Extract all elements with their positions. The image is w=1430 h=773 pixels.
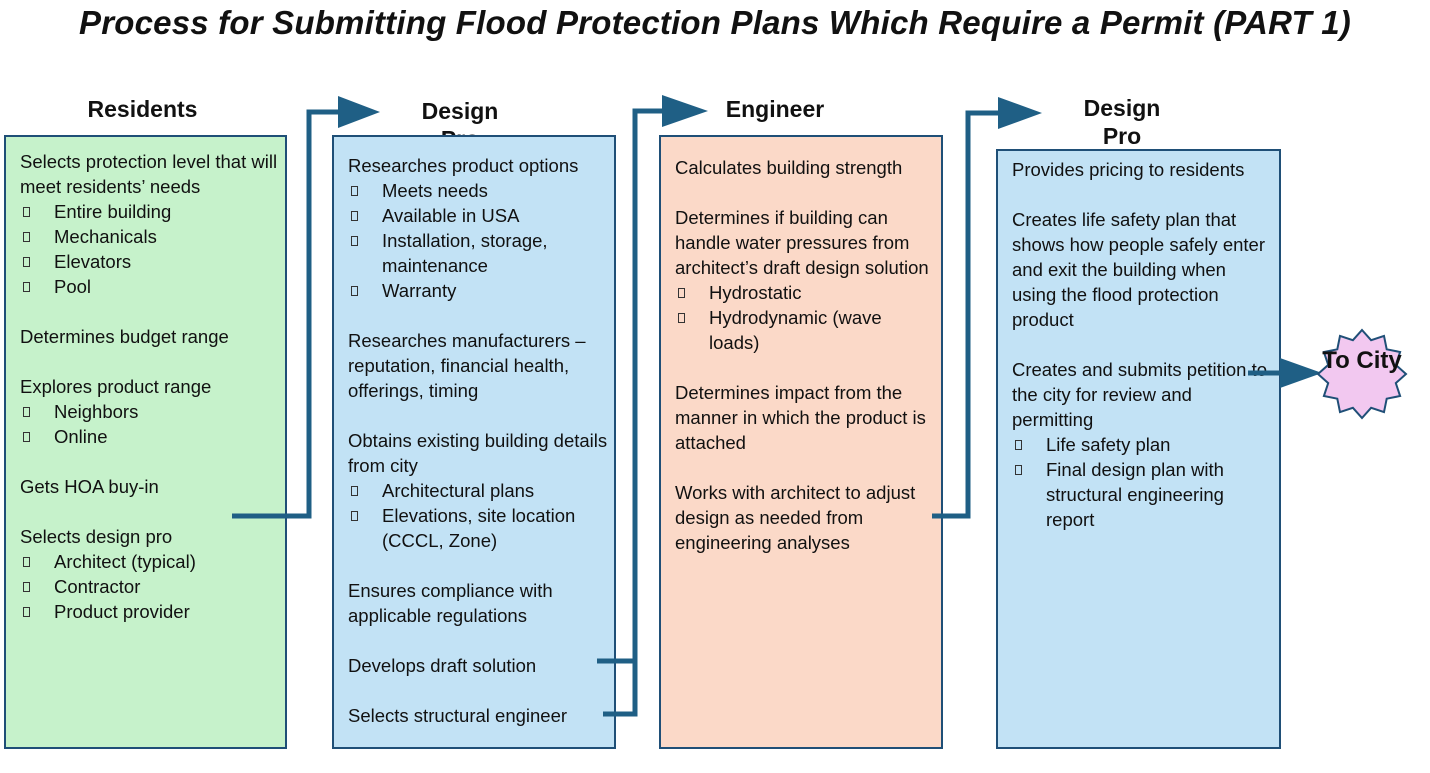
bullet-item: Elevators (20, 249, 279, 274)
bullet-item: Contractor (20, 574, 279, 599)
bullet-item: Life safety plan (1012, 432, 1273, 457)
step-text: Calculates building strength (675, 157, 903, 178)
heading-residents: Residents (87, 96, 198, 122)
bullet-item: Pool (20, 274, 279, 299)
step-text: Works with architect to adjust design as… (675, 482, 916, 553)
heading-design-pro-2: Design Pro (1083, 95, 1161, 149)
step-text: Gets HOA buy-in (20, 476, 159, 497)
step-text: Ensures compliance with applicable regul… (348, 580, 553, 626)
step-text: Researches product options (348, 155, 579, 176)
bullet-item: Meets needs (348, 178, 608, 203)
bullet-item: Hydrostatic (675, 280, 935, 305)
step-text: Provides pricing to residents (1012, 159, 1245, 180)
connector-engineer-to-design-pro (932, 110, 1002, 519)
bullet-item: Mechanicals (20, 224, 279, 249)
step-text: Selects structural engineer (348, 705, 568, 726)
arrowhead-1 (338, 96, 380, 128)
bullet-item: Architectural plans (348, 478, 608, 503)
step-text: Selects protection level that will meet … (20, 151, 278, 197)
residents-box: Selects protection level that will meet … (4, 135, 287, 749)
heading-engineer: Engineer (725, 96, 825, 122)
bullet-item: Hydrodynamic (wave loads) (675, 305, 935, 355)
step-text: Creates and submits petition to the city… (1012, 359, 1268, 430)
arrowhead-2 (662, 95, 708, 127)
bullet-item: Neighbors (20, 399, 279, 424)
bullet-item: Architect (typical) (20, 549, 279, 574)
bullet-item: Online (20, 424, 279, 449)
step-text: Researches manufacturers – reputation, f… (348, 330, 586, 401)
arrowhead-3 (998, 97, 1042, 129)
page-title: Process for Submitting Flood Protection … (78, 4, 1351, 41)
step-text: Determines budget range (20, 326, 229, 347)
bullet-item: Entire building (20, 199, 279, 224)
step-text: Develops draft solution (348, 655, 537, 676)
step-text: Determines if building can handle water … (675, 207, 929, 278)
step-text: Explores product range (20, 376, 212, 397)
bullet-item: Elevations, site location (CCCL, Zone) (348, 503, 608, 553)
bullet-item: Available in USA (348, 203, 608, 228)
arrowhead-4 (1280, 358, 1322, 388)
step-text: Obtains existing building details from c… (348, 430, 608, 476)
connector-design-pro-to-engineer (603, 108, 666, 717)
step-text: Selects design pro (20, 526, 173, 547)
bullet-item: Final design plan with structural engine… (1012, 457, 1273, 532)
step-text: Creates life safety plan that shows how … (1012, 209, 1265, 330)
city-starburst (1316, 328, 1408, 420)
bullet-item: Warranty (348, 278, 608, 303)
bullet-item: Product provider (20, 599, 279, 624)
step-text: Determines impact from the manner in whi… (675, 382, 926, 453)
bullet-item: Installation, storage, maintenance (348, 228, 608, 278)
connector-residents-to-design-pro (232, 109, 342, 519)
city-label: To City (1322, 347, 1402, 374)
